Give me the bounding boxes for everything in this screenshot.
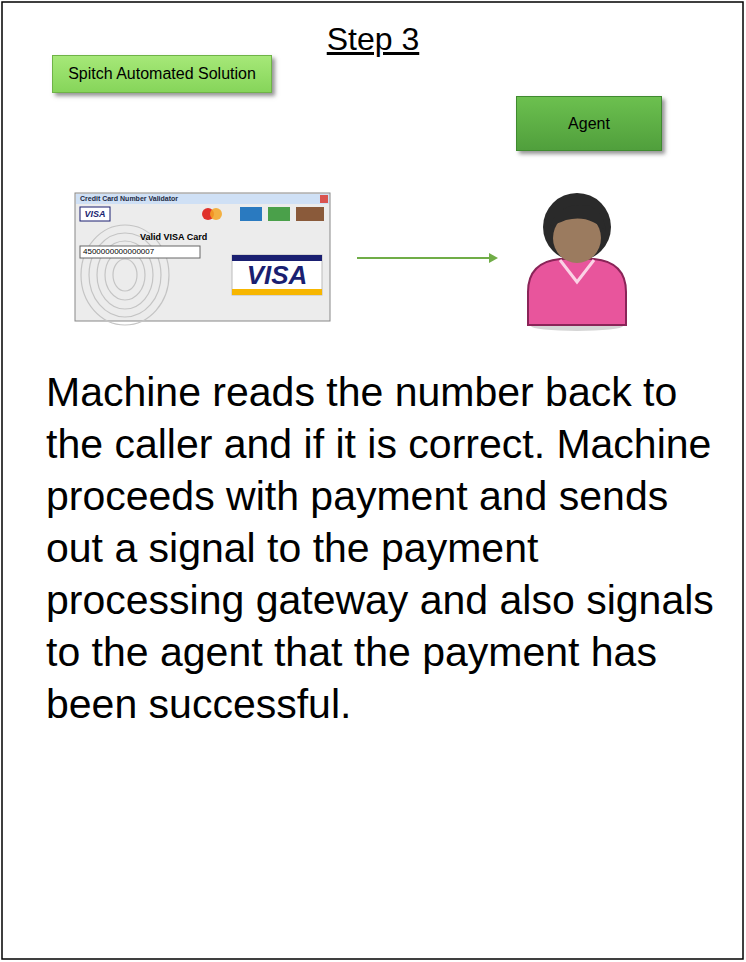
- box-label: Spitch Automated Solution: [68, 64, 256, 83]
- card-validator-window: [75, 193, 330, 325]
- illustration-label: Credit Card Number Validator: [80, 195, 178, 202]
- agent-person-icon: [528, 193, 626, 331]
- illustration-label: 4500000000000007: [83, 248, 154, 256]
- illustration-label: VISA: [82, 210, 108, 219]
- description-text: Machine reads the number back to the cal…: [46, 366, 718, 730]
- label-box: Spitch Automated Solution: [52, 55, 272, 93]
- label-box: Agent: [516, 96, 662, 151]
- arrow: [357, 253, 498, 263]
- title: Step 3: [0, 20, 746, 58]
- box-label: Agent: [568, 114, 610, 133]
- illustration-label: Valid VISA Card: [140, 233, 207, 242]
- illustration-label: VISA: [232, 262, 322, 288]
